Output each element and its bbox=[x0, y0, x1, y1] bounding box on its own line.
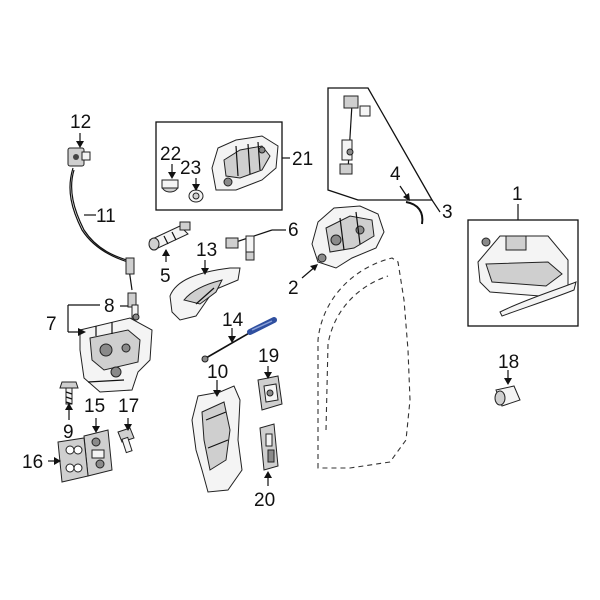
callout-6: 6 bbox=[288, 220, 299, 241]
part-21-motor bbox=[211, 135, 279, 191]
part-23-cap bbox=[188, 189, 204, 203]
callout-12: 12 bbox=[70, 112, 91, 133]
box-1 bbox=[467, 219, 579, 327]
part-1-outer-handle bbox=[477, 235, 577, 317]
arrow-2 bbox=[310, 264, 318, 271]
arrow-15 bbox=[92, 426, 100, 433]
part-9-screw bbox=[59, 381, 79, 405]
callout-20: 20 bbox=[254, 490, 275, 511]
part-22-bushing bbox=[161, 179, 179, 193]
part-17-bolt bbox=[117, 427, 135, 454]
part-16-shim bbox=[57, 437, 89, 483]
arrow-23 bbox=[192, 184, 200, 191]
part-3-rod-assembly bbox=[339, 95, 371, 175]
arrow-14 bbox=[228, 336, 236, 343]
arrow-13 bbox=[201, 268, 209, 275]
arrow-4 bbox=[403, 193, 410, 201]
callout-3: 3 bbox=[442, 202, 453, 223]
arrow-20 bbox=[264, 471, 272, 478]
box-21 bbox=[155, 121, 283, 211]
door-window-outline bbox=[325, 275, 389, 431]
callout-9: 9 bbox=[63, 422, 74, 443]
callout-15: 15 bbox=[84, 396, 105, 417]
part-18-cap bbox=[494, 385, 521, 407]
part-13-inner-handle bbox=[169, 267, 241, 321]
callout-21: 21 bbox=[292, 149, 313, 170]
callout-16: 16 bbox=[22, 452, 43, 473]
callout-23: 23 bbox=[180, 158, 201, 179]
callout-1: 1 bbox=[512, 184, 523, 205]
part-8-rod bbox=[127, 292, 140, 321]
part-12-clip bbox=[67, 147, 91, 167]
part-11-cable-end bbox=[125, 257, 135, 275]
part-6-rod bbox=[225, 229, 273, 261]
arrow-18 bbox=[504, 378, 512, 385]
leader-7 bbox=[67, 304, 100, 333]
part-20-hinge bbox=[259, 423, 279, 471]
callout-5: 5 bbox=[160, 266, 171, 287]
box-3 bbox=[327, 87, 434, 201]
callout-17: 17 bbox=[118, 396, 139, 417]
leader-3 bbox=[431, 199, 441, 213]
arrow-10 bbox=[213, 390, 221, 397]
arrow-12 bbox=[76, 141, 84, 148]
callout-8: 8 bbox=[104, 296, 115, 317]
callout-22: 22 bbox=[160, 144, 181, 165]
callout-7: 7 bbox=[46, 314, 57, 335]
callout-18: 18 bbox=[498, 352, 519, 373]
door-outline bbox=[317, 257, 411, 469]
part-11-cable bbox=[69, 167, 133, 291]
arrow-19 bbox=[264, 372, 272, 379]
arrow-7 bbox=[78, 328, 86, 336]
arrow-22 bbox=[168, 172, 176, 179]
part-7-latch bbox=[79, 317, 153, 393]
part-19-hinge bbox=[257, 375, 283, 411]
callout-2: 2 bbox=[288, 278, 299, 299]
callout-10: 10 bbox=[207, 362, 228, 383]
arrow-5 bbox=[162, 249, 170, 256]
arrow-16 bbox=[54, 457, 61, 465]
part-4-clip bbox=[405, 201, 424, 225]
callout-19: 19 bbox=[258, 346, 279, 367]
part-10-cover bbox=[191, 385, 243, 493]
callout-11: 11 bbox=[96, 206, 116, 227]
part-2-lock bbox=[311, 205, 385, 269]
part-15-striker bbox=[83, 429, 113, 477]
callout-4: 4 bbox=[390, 164, 401, 185]
callout-14: 14 bbox=[222, 310, 244, 331]
part-11-cable-inner bbox=[71, 169, 131, 262]
arrow-17 bbox=[124, 424, 132, 431]
part-5-cylinder bbox=[148, 221, 191, 251]
arrow-9 bbox=[65, 403, 73, 410]
callout-13: 13 bbox=[196, 240, 217, 261]
